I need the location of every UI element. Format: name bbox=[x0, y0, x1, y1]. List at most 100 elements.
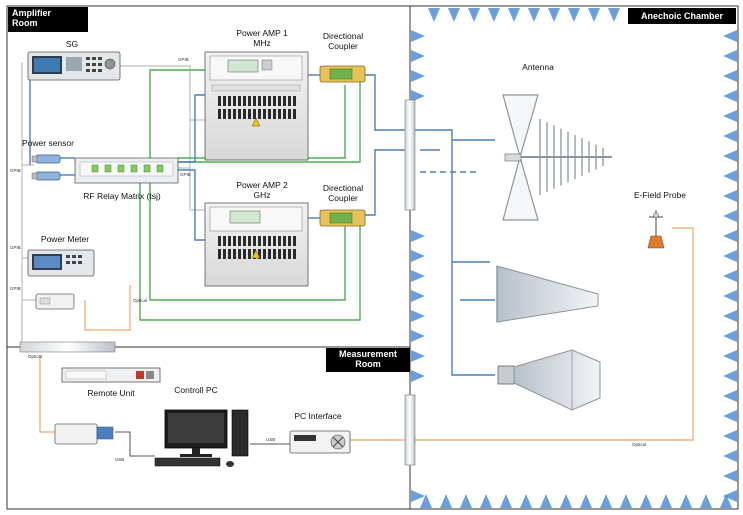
absorber-cone-bottom bbox=[520, 494, 532, 508]
power-amp-1[interactable] bbox=[204, 51, 309, 161]
absorber-cone-left bbox=[411, 290, 425, 302]
absorber-cone-left bbox=[411, 350, 425, 362]
absorber-cone-right bbox=[723, 470, 737, 482]
absorber-cone-top bbox=[428, 8, 440, 22]
absorber-cone-bottom bbox=[420, 494, 432, 508]
absorber-cone-left bbox=[411, 270, 425, 282]
usb-cables bbox=[115, 431, 290, 457]
remote-unit[interactable] bbox=[61, 367, 161, 383]
absorber-cone-left bbox=[411, 230, 425, 242]
absorber-cone-right bbox=[723, 230, 737, 242]
absorber-cone-bottom bbox=[540, 494, 552, 508]
cable-label-optical-2: Optical bbox=[28, 354, 42, 359]
absorber-cone-bottom bbox=[720, 494, 732, 508]
absorber-cone-bottom bbox=[680, 494, 692, 508]
absorber-cone-bottom bbox=[500, 494, 512, 508]
absorber-cone-right bbox=[723, 290, 737, 302]
absorber-cone-bottom bbox=[700, 494, 712, 508]
cable-label-gpib-1: GPIB bbox=[178, 57, 189, 62]
absorber-cone-bottom bbox=[600, 494, 612, 508]
absorber-cone-top bbox=[548, 8, 560, 22]
rf-relay-matrix[interactable] bbox=[74, 157, 179, 184]
remote-unit-label: Remote Unit bbox=[87, 388, 135, 398]
absorber-cone-right bbox=[723, 130, 737, 142]
signal-generator[interactable] bbox=[27, 51, 121, 81]
directional-coupler-1[interactable] bbox=[319, 65, 366, 83]
power-meter[interactable] bbox=[27, 249, 95, 277]
absorber-cone-left bbox=[411, 250, 425, 262]
cable-label-optical-1: Optical bbox=[133, 298, 147, 303]
pc-interface[interactable] bbox=[289, 430, 351, 454]
absorber-cone-top bbox=[488, 8, 500, 22]
power-sensor-2[interactable] bbox=[31, 171, 61, 181]
absorber-cone-right bbox=[723, 410, 737, 422]
absorber-cone-right bbox=[723, 250, 737, 262]
absorber-cone-left bbox=[411, 490, 425, 502]
absorber-cone-top bbox=[568, 8, 580, 22]
cable-label-gpib-4: GPIB bbox=[10, 245, 21, 250]
absorber-cone-right bbox=[723, 430, 737, 442]
anechoic-chamber-border bbox=[409, 5, 739, 510]
absorber-cone-right bbox=[723, 190, 737, 202]
absorber-cone-left bbox=[411, 30, 425, 42]
horn-antenna-large[interactable] bbox=[496, 265, 599, 323]
cable-label-gpib-3: GPIB bbox=[10, 168, 21, 173]
absorber-cone-bottom bbox=[640, 494, 652, 508]
absorber-cone-top bbox=[448, 8, 460, 22]
absorber-cone-right bbox=[723, 490, 737, 502]
wall-feedthrough-horizontal bbox=[19, 341, 116, 353]
pc-interface-label: PC Interface bbox=[294, 411, 342, 421]
power-sensor-1[interactable] bbox=[31, 154, 61, 164]
absorber-cone-bottom bbox=[660, 494, 672, 508]
efield-probe[interactable] bbox=[647, 210, 665, 249]
power-sensor-label: Power sensor bbox=[22, 138, 74, 148]
cable-label-gpib-5: GPIB bbox=[10, 286, 21, 291]
absorber-cone-right bbox=[723, 90, 737, 102]
absorber-cone-right bbox=[723, 150, 737, 162]
absorber-cone-right bbox=[723, 30, 737, 42]
absorber-cone-bottom bbox=[480, 494, 492, 508]
control-pc[interactable] bbox=[154, 409, 249, 467]
anechoic-chamber-label: Anechoic Chamber bbox=[641, 11, 724, 21]
log-periodic-antenna[interactable] bbox=[502, 94, 612, 221]
absorber-cone-top bbox=[508, 8, 520, 22]
absorber-cone-left bbox=[411, 310, 425, 322]
absorber-cone-bottom bbox=[440, 494, 452, 508]
cable-label-optical-3: Optical bbox=[632, 442, 646, 447]
optical-converter-amplifier-room[interactable] bbox=[35, 293, 75, 310]
absorber-cone-right bbox=[723, 210, 737, 222]
amplifier-room-label-bg bbox=[8, 7, 88, 32]
absorber-cone-left bbox=[411, 90, 425, 102]
absorber-cone-top bbox=[468, 8, 480, 22]
absorber-cone-left bbox=[411, 50, 425, 62]
absorber-cone-left bbox=[411, 330, 425, 342]
absorber-cone-right bbox=[723, 70, 737, 82]
absorber-cone-bottom bbox=[560, 494, 572, 508]
anechoic-chamber-label-bg bbox=[628, 8, 736, 24]
absorber-cone-right bbox=[723, 170, 737, 182]
optical-converter-measurement-room[interactable] bbox=[54, 423, 114, 445]
horn-antenna-double-ridge[interactable] bbox=[497, 349, 601, 411]
gpib-cables bbox=[21, 62, 205, 345]
absorber-cone-top bbox=[608, 8, 620, 22]
absorber-cone-right bbox=[723, 390, 737, 402]
measurement-room-label-bg bbox=[326, 348, 410, 372]
absorber-cone-right bbox=[723, 50, 737, 62]
optical-cables bbox=[39, 227, 694, 441]
absorber-cone-bottom bbox=[460, 494, 472, 508]
absorber-cone-right bbox=[723, 350, 737, 362]
directional-coupler-2[interactable] bbox=[319, 209, 366, 227]
power-amp-2[interactable] bbox=[204, 202, 309, 287]
cable-label-usb-2: USB bbox=[266, 437, 275, 442]
absorber-cone-right bbox=[723, 370, 737, 382]
absorber-cone-right bbox=[723, 330, 737, 342]
rf-relay-matrix-label: RF Relay Matrix (tsj) bbox=[83, 191, 161, 201]
absorber-cone-left bbox=[411, 370, 425, 382]
